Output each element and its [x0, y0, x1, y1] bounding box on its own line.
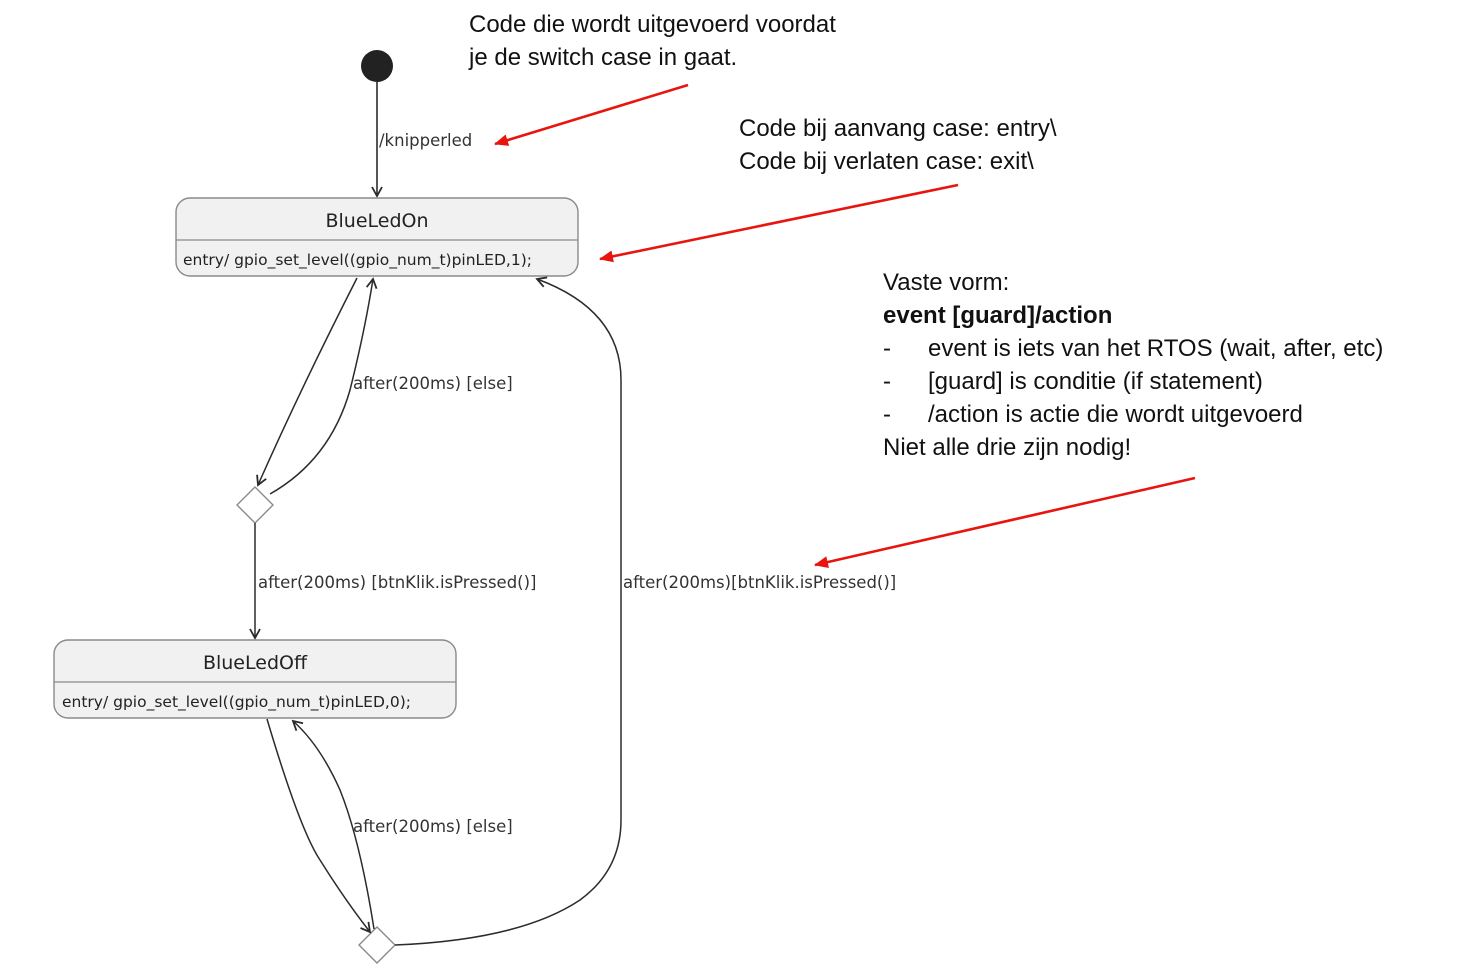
annotation-line: je de switch case in gaat. — [469, 44, 738, 71]
annotation-line: Code bij aanvang case: entry\ — [739, 115, 1057, 142]
state-blue-led-on: BlueLedOn entry/ gpio_set_level((gpio_nu… — [175, 197, 579, 277]
annotation-syntax: event [guard]/action — [883, 302, 1113, 329]
choice-node-2 — [358, 926, 396, 964]
annotation-note-syntax: Vaste vorm: event [guard]/action -event … — [883, 266, 1383, 464]
state-entry-action: entry/ gpio_set_level((gpio_num_t)pinLED… — [62, 693, 411, 712]
annotation-note-initial: Code die wordt uitgevoerd voordat je de … — [469, 8, 836, 74]
annotation-arrow-1 — [494, 83, 689, 146]
transition-label-choice2-else: after(200ms) [else] — [353, 817, 513, 836]
transition-choice2-to-on — [394, 276, 622, 946]
transition-choice1-else — [269, 277, 378, 495]
annotation-line: Code die wordt uitgevoerd voordat — [469, 11, 836, 38]
transition-choice2-else — [291, 719, 375, 930]
annotation-arrow-3 — [814, 476, 1196, 568]
transition-label-choice2-pressed: after(200ms)[btnKlik.isPressed()] — [623, 573, 896, 592]
initial-state — [361, 50, 393, 82]
state-entry-action: entry/ gpio_set_level((gpio_num_t)pinLED… — [183, 251, 532, 270]
annotation-arrow-2 — [599, 183, 959, 263]
transition-off-to-choice2 — [266, 718, 372, 934]
annotation-footer: Niet alle drie zijn nodig! — [883, 434, 1132, 461]
state-blue-led-off: BlueLedOff entry/ gpio_set_level((gpio_n… — [53, 639, 457, 719]
annotation-bullet: -[guard] is conditie (if statement) — [883, 368, 1263, 395]
state-title: BlueLedOn — [325, 210, 428, 232]
annotation-note-entry-exit: Code bij aanvang case: entry\ Code bij v… — [739, 112, 1057, 178]
transition-label-choice1-pressed: after(200ms) [btnKlik.isPressed()] — [258, 573, 537, 592]
initial-transition-label: /knipperled — [379, 131, 472, 150]
annotation-title: Vaste vorm: — [883, 269, 1010, 296]
transition-label-choice1-else: after(200ms) [else] — [353, 374, 513, 393]
choice-node-1 — [236, 486, 274, 524]
state-title: BlueLedOff — [203, 652, 308, 674]
annotation-line: Code bij verlaten case: exit\ — [739, 148, 1034, 175]
annotation-bullet: -event is iets van het RTOS (wait, after… — [883, 335, 1384, 362]
annotation-bullet: -/action is actie die wordt uitgevoerd — [883, 401, 1303, 428]
transition-on-to-choice1 — [256, 277, 358, 487]
